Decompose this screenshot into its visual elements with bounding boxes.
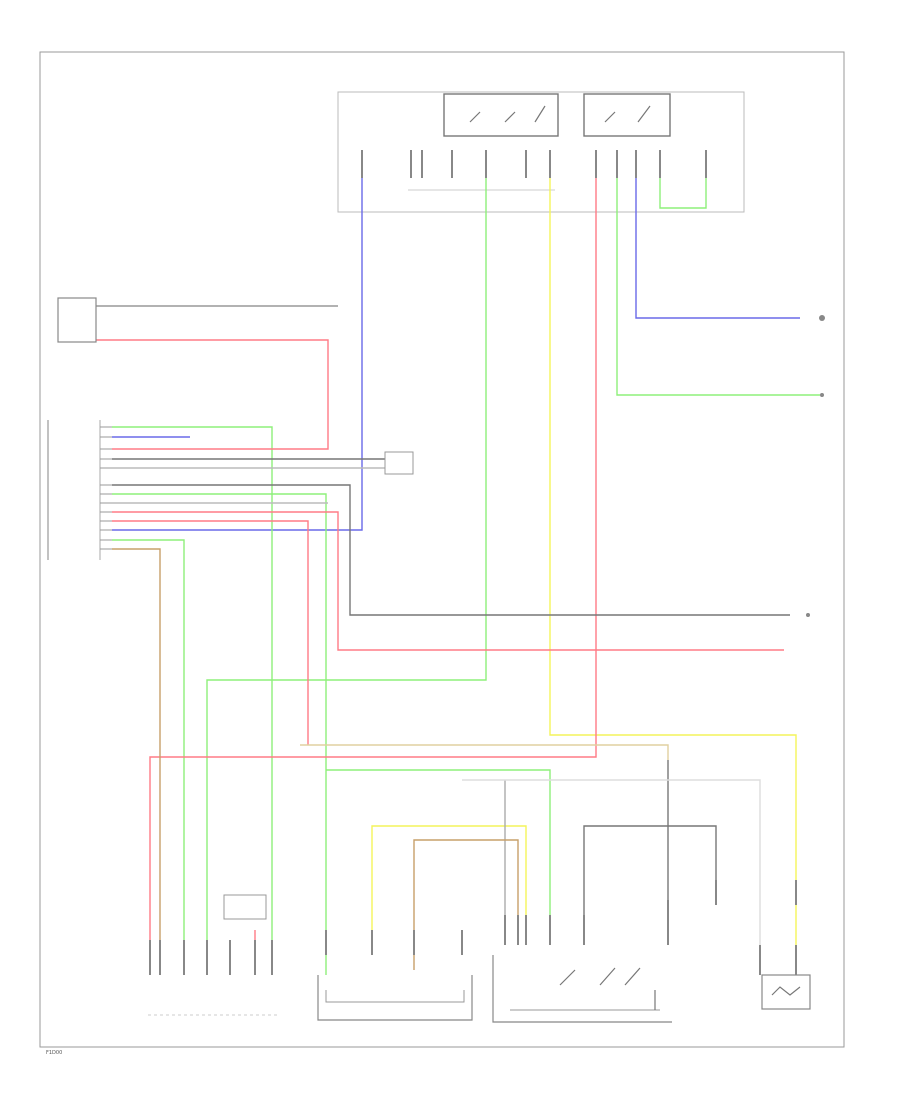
wire-green-module <box>616 178 820 396</box>
wire-red-relay <box>149 178 597 975</box>
relay-enclosure <box>337 91 745 213</box>
sensor-pins <box>325 930 463 955</box>
relay-contact-left <box>469 105 546 123</box>
ground-terminal-top <box>819 315 825 321</box>
wire-blue-ground <box>635 178 800 319</box>
module-terminal <box>820 393 824 397</box>
switch-pins <box>504 880 717 945</box>
diagram-code: F1D00 <box>46 1050 62 1056</box>
lower-left-connector-pins <box>149 940 273 975</box>
sensor-terminal <box>806 613 810 617</box>
wire-black-long <box>112 484 790 616</box>
wire-tan-sensor <box>413 839 519 970</box>
relay-group <box>337 91 745 213</box>
wire-set <box>96 178 820 975</box>
wire-green-sensor <box>326 769 551 945</box>
sensor-bracket <box>317 975 473 1021</box>
wire-red-long <box>112 511 784 651</box>
left-modules <box>47 297 414 560</box>
switch-contacts <box>559 967 656 1010</box>
wire-green-mid <box>112 493 327 975</box>
motor-pins <box>759 880 797 975</box>
wire-red-short <box>112 520 309 745</box>
wire-green-relay <box>206 178 487 975</box>
motor-module <box>761 974 811 1010</box>
wire-black-switch <box>583 825 717 945</box>
wire-green-left <box>112 426 273 975</box>
wire-green-low <box>112 539 185 975</box>
sensor-inner <box>325 990 465 1003</box>
left-upper-module <box>57 297 97 343</box>
wire-green-pin <box>659 178 707 209</box>
switch-bracket <box>492 955 672 1023</box>
small-ground-connector <box>384 451 414 475</box>
right-terminals <box>806 315 825 617</box>
wire-red-top <box>96 339 329 450</box>
bottom-components <box>148 880 811 1023</box>
relay-contact-right <box>604 105 651 123</box>
wire-tan-mid <box>300 744 669 760</box>
wire-yellow-main <box>549 178 797 945</box>
wire-yellow-sensor <box>371 825 527 945</box>
lower-left-inset <box>223 894 267 920</box>
left-cluster-pins <box>100 426 112 550</box>
wire-tan-left <box>112 548 161 975</box>
motor-symbol <box>771 986 801 996</box>
wire-gray-mid <box>462 779 761 945</box>
wire-blue-relay <box>112 178 363 531</box>
relay-box-right <box>583 93 671 137</box>
relay-box-left <box>443 93 559 137</box>
relay-connector-pins <box>361 150 707 178</box>
diagram-border <box>39 51 845 1048</box>
